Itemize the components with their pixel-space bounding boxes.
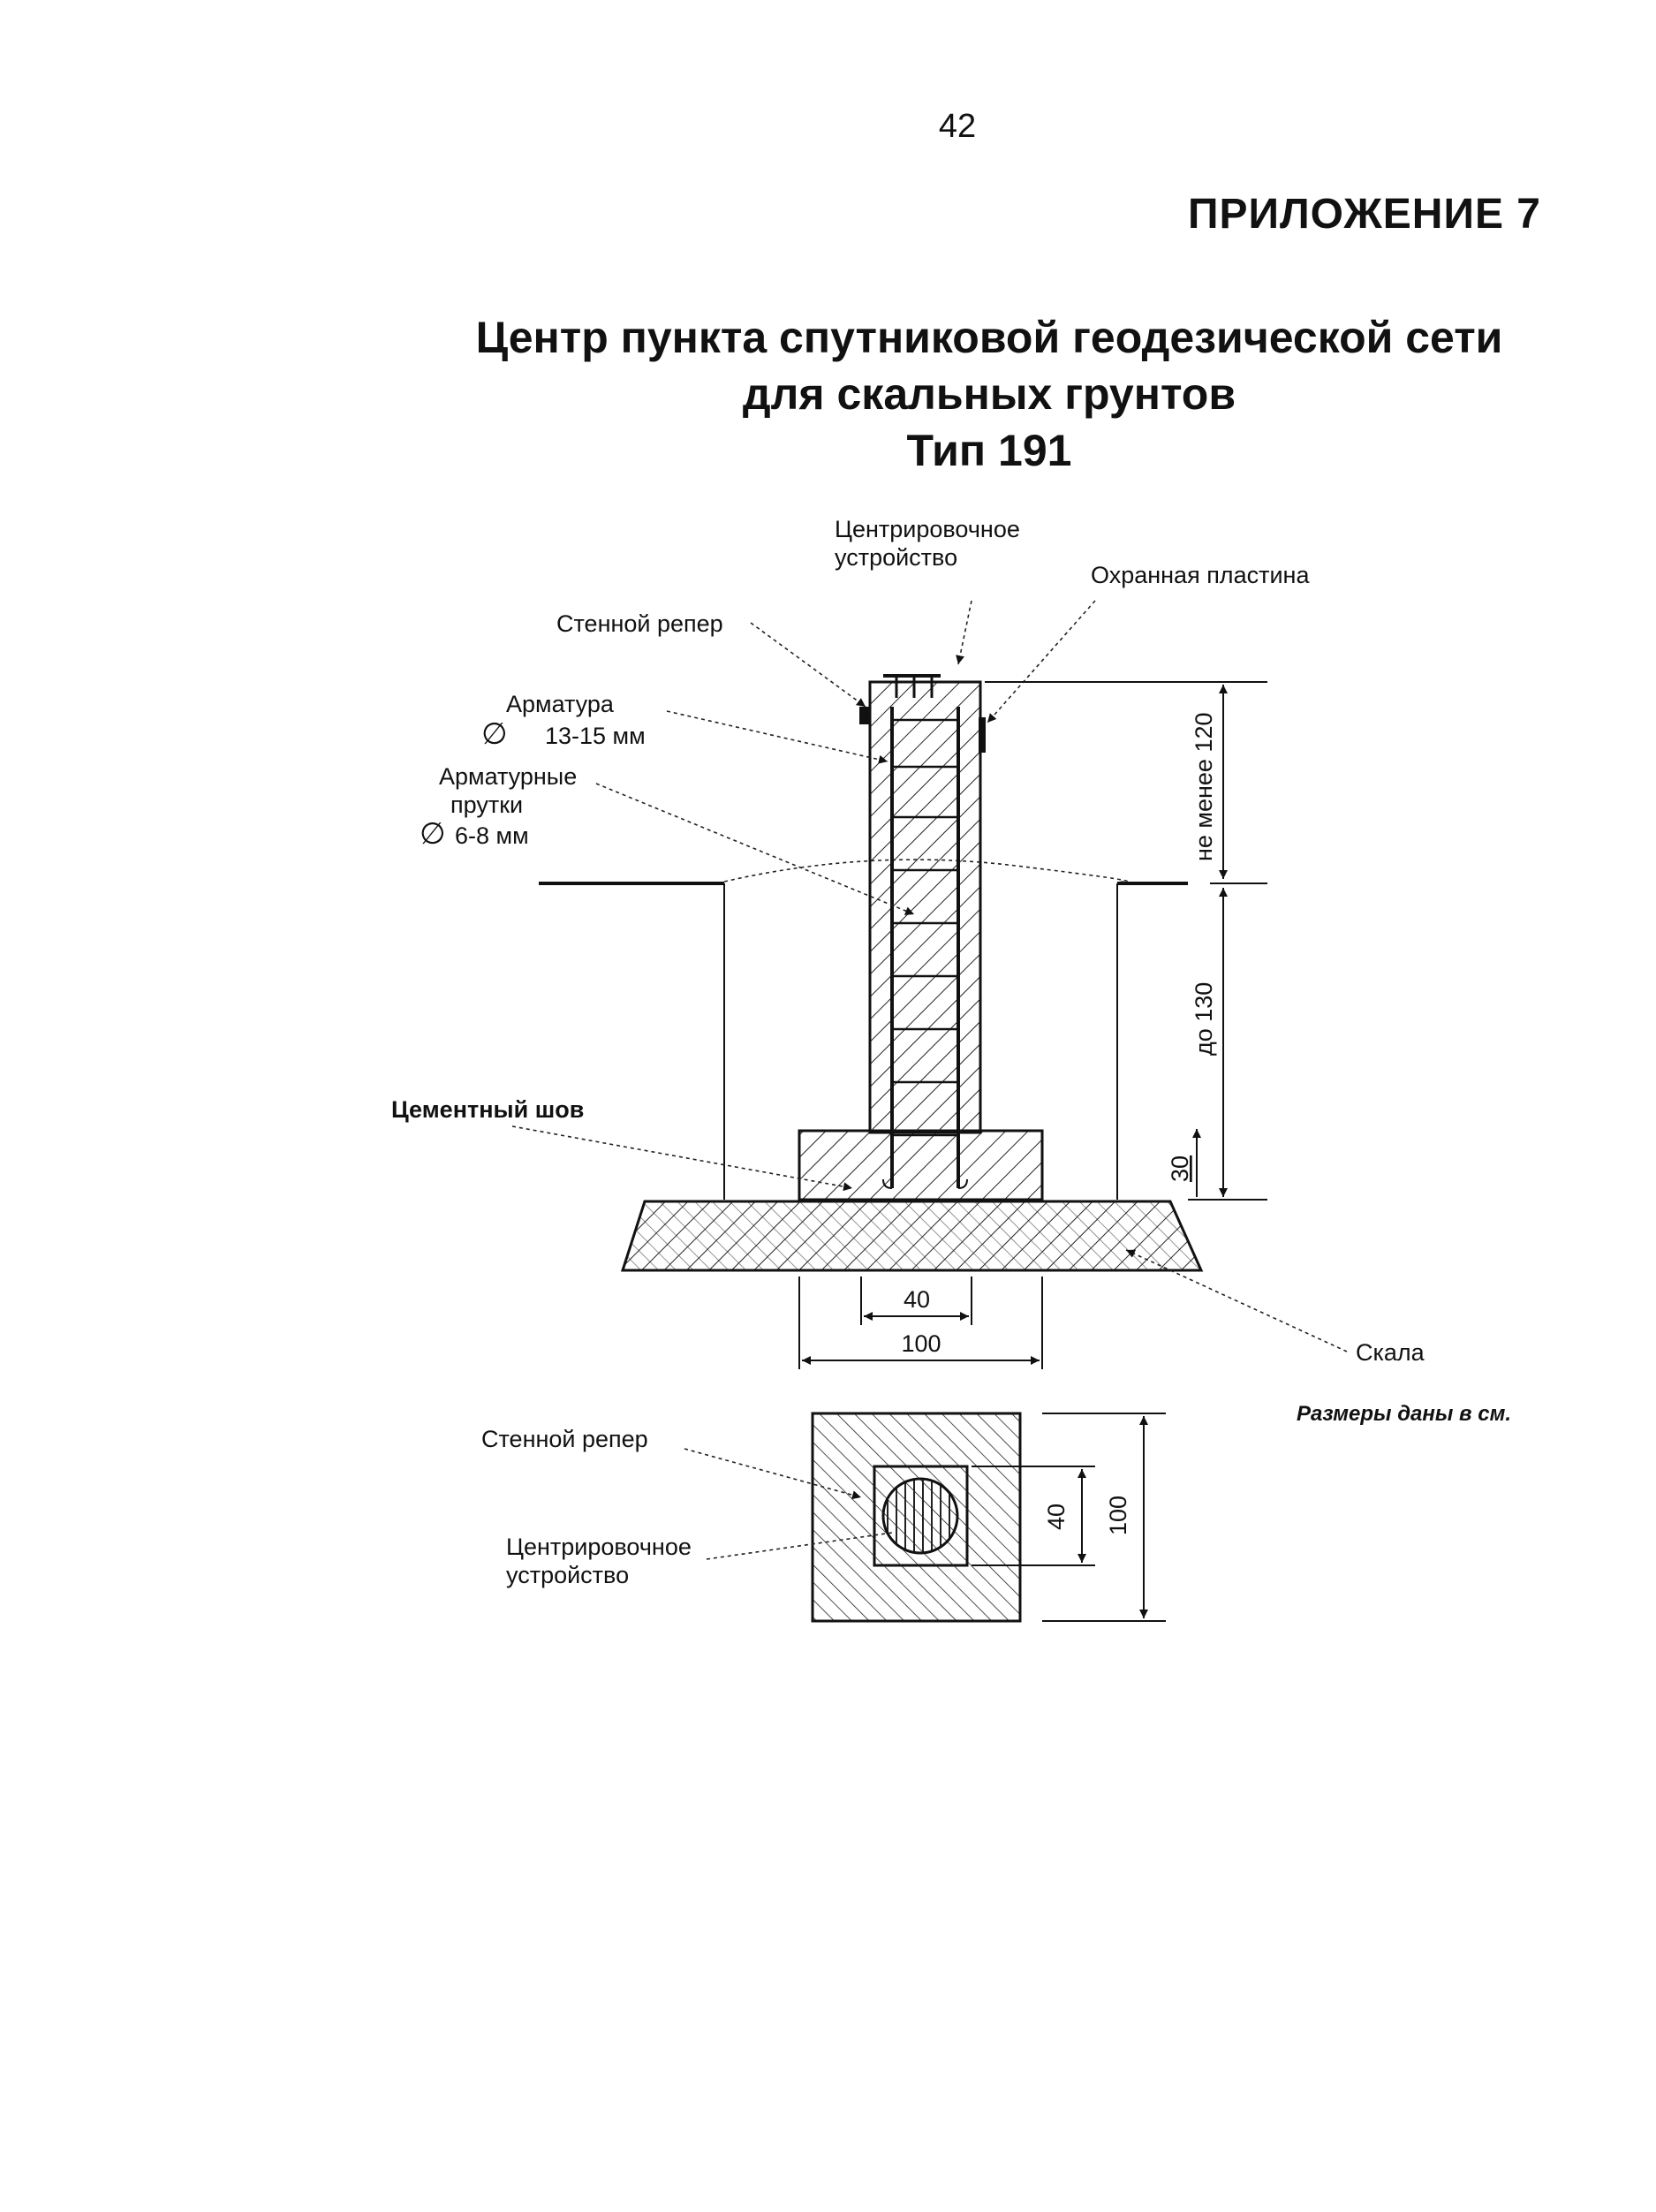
plan-centering-device <box>881 1477 959 1555</box>
label-rock: Скала <box>1356 1339 1425 1366</box>
wall-benchmark-mark <box>859 707 870 724</box>
label-rebar-rods-2: прутки <box>450 792 523 818</box>
label-centering-device-1: Центрировочное <box>835 516 1020 542</box>
title-line-1: Центр пункта спутниковой геодезической с… <box>475 313 1503 362</box>
rock-layer <box>620 1200 1204 1272</box>
leader-lines <box>511 600 1348 1352</box>
plan-dim-outer: 100 <box>1105 1496 1131 1535</box>
label-protective-plate: Охранная пластина <box>1091 562 1310 588</box>
appendix-heading: ПРИЛОЖЕНИЕ 7 <box>1187 191 1541 238</box>
label-rebar-rods-size: 6-8 мм <box>455 822 529 849</box>
diameter-symbol: ∅ <box>481 717 508 751</box>
horizontal-dimensions: 40 100 <box>798 1276 1043 1369</box>
label-rebar-rods-1: Арматурные <box>439 763 577 790</box>
dim-pillar-width: 40 <box>904 1286 930 1313</box>
title-line-3: Тип 191 <box>906 426 1072 475</box>
pillar <box>868 680 982 1189</box>
page-title: Центр пункта спутниковой геодезической с… <box>415 309 1563 479</box>
dim-base-height: 30 <box>1167 1155 1193 1182</box>
title-line-2: для скальных грунтов <box>742 369 1236 419</box>
centering-device <box>883 674 941 698</box>
label-cement-seam: Цементный шов <box>391 1096 584 1123</box>
dim-below-ground: до 130 <box>1191 982 1217 1056</box>
label-rebar: Арматура <box>506 691 615 717</box>
plan-label-centering-device-2: устройство <box>506 1562 629 1588</box>
pit-walls <box>539 859 1188 1200</box>
plan-view: Стенной репер Центрировочное устройство … <box>481 1412 1166 1623</box>
vertical-dimensions: не менее 120 до 130 30 <box>985 681 1267 1201</box>
rebar-rods <box>892 718 958 1137</box>
dim-above-ground: не менее 120 <box>1191 713 1217 862</box>
label-centering-device-2: устройство <box>835 544 957 571</box>
dim-base-width: 100 <box>901 1330 941 1357</box>
label-wall-benchmark: Стенной репер <box>556 610 723 637</box>
plan-dim-inner: 40 <box>1043 1504 1070 1530</box>
diameter-symbol-2: ∅ <box>420 817 446 851</box>
protective-plate-mark <box>979 717 986 753</box>
section-view: Центрировочное устройство Охранная пласт… <box>391 516 1425 1369</box>
page-number: 42 <box>938 108 977 145</box>
plan-label-centering-device-1: Центрировочное <box>506 1534 692 1560</box>
units-note: Размеры даны в см. <box>1297 1402 1511 1426</box>
label-rebar-size: 13-15 мм <box>545 723 646 749</box>
plan-label-wall-benchmark: Стенной репер <box>481 1426 648 1452</box>
foundation-base <box>798 1129 1044 1201</box>
